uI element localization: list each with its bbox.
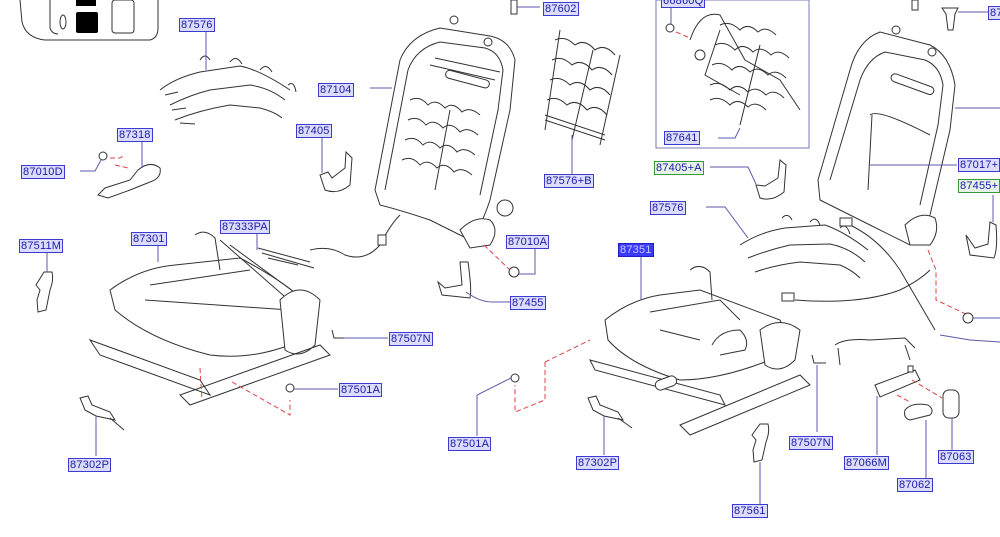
part-label-87507N-right[interactable]: 87507N: [789, 436, 833, 450]
bolt-87501A-left-drawing: [199, 367, 338, 416]
part-label-87318[interactable]: 87318: [117, 128, 153, 142]
part-label-87010D[interactable]: 87010D: [21, 165, 65, 179]
cushion-frame-87351-drawing: [589, 254, 916, 436]
part-label-87301[interactable]: 87301: [131, 232, 167, 246]
cover-87455plus-drawing: [965, 195, 998, 259]
clip-87405A-drawing: [710, 159, 787, 200]
part-label-87576B[interactable]: 87576+B: [544, 174, 594, 188]
part-label-87561[interactable]: 87561: [732, 504, 768, 518]
part-label-87010A[interactable]: 87010A: [506, 235, 550, 249]
clip-87405-drawing: [319, 137, 353, 193]
part-label-87501A[interactable]: 87501A: [339, 383, 383, 397]
part-label-87302P[interactable]: 87302P: [68, 458, 112, 472]
backrest-frame-right-drawing: [817, 0, 1000, 246]
knob-87062-drawing: [896, 394, 933, 478]
part-label-87405A[interactable]: 87405+A: [654, 161, 704, 175]
part-label-87501A-right[interactable]: 87501A: [448, 437, 492, 451]
part-label-87576[interactable]: 87576: [179, 18, 215, 32]
part-label-87062[interactable]: 87062: [897, 478, 933, 492]
cushion-frame-87301-drawing: [88, 231, 331, 406]
bolt-right-drawing: [927, 249, 1000, 343]
part-label-87455plus[interactable]: 87455+: [958, 179, 1000, 193]
part-label-87066M[interactable]: 87066M: [844, 456, 889, 470]
part-label-87-top-right[interactable]: 87: [988, 6, 1000, 20]
part-label-87455[interactable]: 87455: [510, 296, 546, 310]
part-label-87405[interactable]: 87405: [296, 124, 332, 138]
lumbar-87641-drawing: [665, 8, 801, 139]
part-label-87302P-right[interactable]: 87302P: [576, 456, 620, 470]
part-label-87333PA[interactable]: 87333PA: [220, 220, 270, 234]
knob-87063-drawing: [911, 379, 960, 450]
clip-87507N-right-drawing: [811, 354, 826, 432]
part-label-87507N[interactable]: 87507N: [389, 332, 433, 346]
harness-87333PA-drawing: [256, 214, 401, 269]
bracket-87302P-right-drawing: [587, 395, 633, 455]
lever-87561-drawing: [751, 423, 770, 504]
part-label-66860Q[interactable]: 66860Q: [661, 0, 706, 8]
inset-box: [655, 0, 810, 149]
bracket-87318-drawing: [80, 140, 161, 199]
part-label-87511M[interactable]: 87511M: [19, 239, 64, 253]
part-label-87017plus[interactable]: 87017+: [958, 158, 1000, 172]
bolt-87010A-drawing: [483, 244, 536, 278]
part-label-87351[interactable]: 87351: [618, 243, 654, 257]
part-label-87104[interactable]: 87104: [318, 83, 354, 97]
seat-spring-87576-drawing: [159, 32, 297, 125]
vehicle-thumbnail: [19, 0, 159, 41]
switch-87066M-drawing: [874, 365, 921, 455]
part-label-87063[interactable]: 87063: [938, 450, 974, 464]
part-label-87641[interactable]: 87641: [664, 131, 700, 145]
spring-mat-87576B-drawing: [544, 29, 621, 175]
bolt-87501A-right-drawing: [476, 339, 591, 436]
part-label-87602[interactable]: 87602: [543, 2, 579, 16]
backrest-frame-87104-drawing: [370, 15, 516, 249]
part-label-87576-right[interactable]: 87576: [650, 201, 686, 215]
cover-87455-drawing: [437, 261, 510, 303]
lever-87511M-drawing: [35, 250, 54, 313]
seat-spring-87576-right-drawing: [706, 206, 936, 331]
pin-87602-drawing: [510, 0, 540, 15]
clip-87507N-drawing: [331, 329, 388, 339]
bracket-87302P-left-drawing: [79, 395, 125, 456]
